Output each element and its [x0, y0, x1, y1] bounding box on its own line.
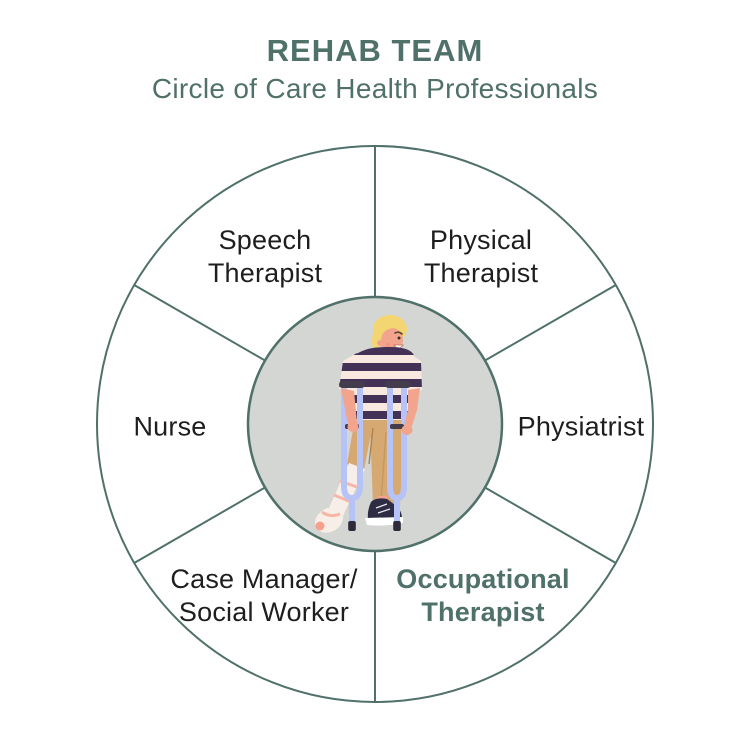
segment-label-nurse: Nurse	[133, 411, 207, 442]
segment-label-physical-therapist: Physical Therapist	[423, 225, 539, 288]
segment-label-occupational-therapist: Occupational Therapist	[396, 564, 570, 627]
segment-label-case-manager-social-worker: Case Manager/ Social Worker	[170, 564, 358, 627]
segment-label-physiatrist: Physiatrist	[517, 411, 645, 442]
patient-illustration	[315, 315, 422, 533]
arms	[341, 388, 420, 435]
segment-label-speech-therapist: Speech Therapist	[207, 225, 323, 288]
page-title: REHAB TEAM	[266, 33, 484, 68]
divider-upper-right	[484, 284, 617, 362]
divider-upper-left	[133, 284, 266, 362]
divider-lower-left	[133, 486, 266, 564]
segment-dividers	[133, 146, 617, 702]
divider-lower-right	[484, 486, 617, 564]
page-subtitle: Circle of Care Health Professionals	[151, 73, 599, 104]
crutch-right	[385, 381, 411, 531]
